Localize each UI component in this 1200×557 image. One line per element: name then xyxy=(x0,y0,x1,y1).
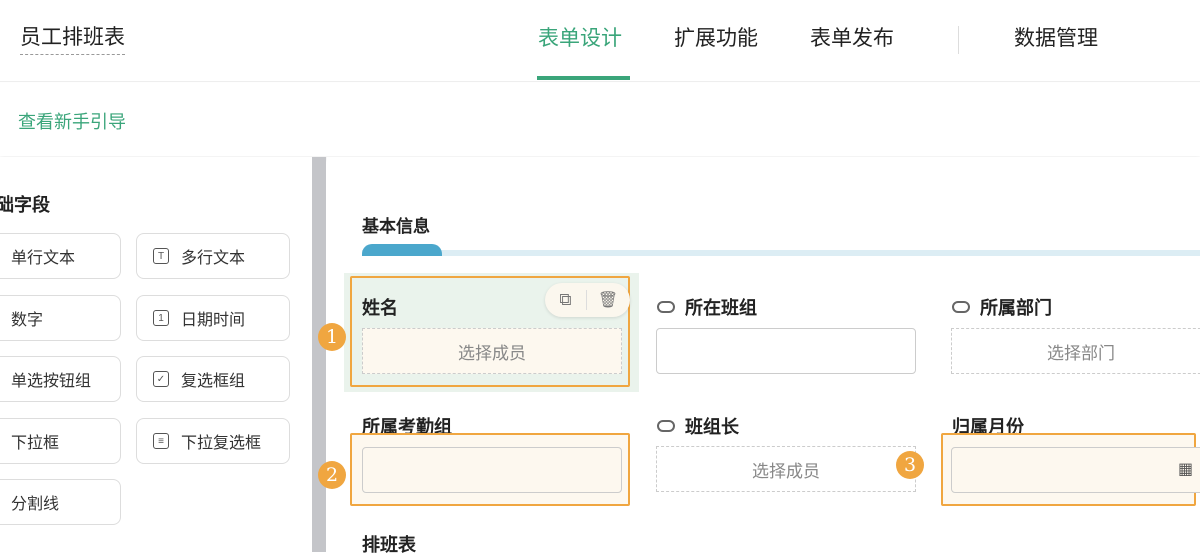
calendar-icon[interactable]: ▦ xyxy=(1178,461,1194,478)
field-label: 下拉框 xyxy=(11,435,60,452)
step-badge-1: 1 xyxy=(318,323,346,351)
field-single-line-text[interactable]: 单行文本 xyxy=(0,233,121,279)
copy-icon[interactable]: ⧉ xyxy=(545,290,587,310)
link-icon xyxy=(657,420,675,432)
step-badge-2: 2 xyxy=(318,461,346,489)
tab-data-management[interactable]: 数据管理 xyxy=(1014,27,1098,50)
checkbox-icon: ✓ xyxy=(153,371,169,387)
link-icon xyxy=(952,301,970,313)
field-dept-label: 所属部门 xyxy=(952,294,1052,320)
link-icon xyxy=(657,301,675,313)
leader-picker[interactable]: 选择成员 xyxy=(656,446,916,492)
field-leader-label: 班组长 xyxy=(657,413,739,439)
tab-extensions[interactable]: 扩展功能 xyxy=(674,27,758,50)
tab-form-publish[interactable]: 表单发布 xyxy=(810,27,894,50)
field-team-label: 所在班组 xyxy=(657,294,757,320)
section-bar xyxy=(362,250,1200,256)
scrollbar[interactable] xyxy=(312,157,326,552)
field-label: 多行文本 xyxy=(181,250,246,267)
field-label: 数字 xyxy=(11,312,44,329)
field-label: 下拉复选框 xyxy=(181,435,262,452)
name-member-picker[interactable]: 选择成员 xyxy=(362,328,622,374)
nav-divider xyxy=(958,26,959,54)
field-label: 单行文本 xyxy=(11,250,76,267)
schedule-section-label: 排班表 xyxy=(362,535,416,555)
calendar-icon: 1 xyxy=(153,310,169,326)
tab-form-design[interactable]: 表单设计 xyxy=(538,27,622,50)
field-actions: ⧉ 🗑 xyxy=(545,283,630,317)
field-number[interactable]: 数字 xyxy=(0,295,121,341)
field-label: 复选框组 xyxy=(181,373,246,390)
header xyxy=(0,0,1200,82)
field-attendance-label: 所属考勤组 xyxy=(362,417,452,437)
app-title[interactable]: 员工排班表 xyxy=(20,26,125,55)
section-bar-accent xyxy=(362,244,442,256)
field-name-label: 姓名 xyxy=(362,298,398,318)
team-input[interactable] xyxy=(656,328,916,374)
active-tab-indicator xyxy=(537,76,630,80)
field-name[interactable] xyxy=(350,276,630,387)
attendance-input[interactable] xyxy=(362,447,622,493)
step-badge-3: 3 xyxy=(896,451,924,479)
textarea-icon: T xyxy=(153,248,169,264)
dept-picker[interactable]: 选择部门 xyxy=(951,328,1200,374)
section-title: 基本信息 xyxy=(362,217,430,236)
field-checkbox-group[interactable]: ✓ 复选框组 xyxy=(136,356,290,402)
field-divider[interactable]: 分割线 xyxy=(0,479,121,525)
field-label: 分割线 xyxy=(11,496,60,513)
field-month-label: 归属月份 xyxy=(952,417,1024,437)
guide-row xyxy=(0,83,1200,156)
field-multi-select-dropdown[interactable]: ≡ 下拉复选框 xyxy=(136,418,290,464)
trash-icon[interactable]: 🗑 xyxy=(597,292,619,309)
field-datetime[interactable]: 1 日期时间 xyxy=(136,295,290,341)
field-multi-line-text[interactable]: T 多行文本 xyxy=(136,233,290,279)
field-label: 日期时间 xyxy=(181,312,246,329)
month-input[interactable] xyxy=(951,447,1200,493)
guide-link[interactable]: 查看新手引导 xyxy=(18,112,126,132)
palette-section-title: 础字段 xyxy=(0,195,50,215)
field-radio-group[interactable]: 单选按钮组 xyxy=(0,356,121,402)
field-dropdown[interactable]: 下拉框 xyxy=(0,418,121,464)
field-label: 单选按钮组 xyxy=(11,373,92,390)
multi-select-icon: ≡ xyxy=(153,433,169,449)
field-palette xyxy=(0,157,312,552)
